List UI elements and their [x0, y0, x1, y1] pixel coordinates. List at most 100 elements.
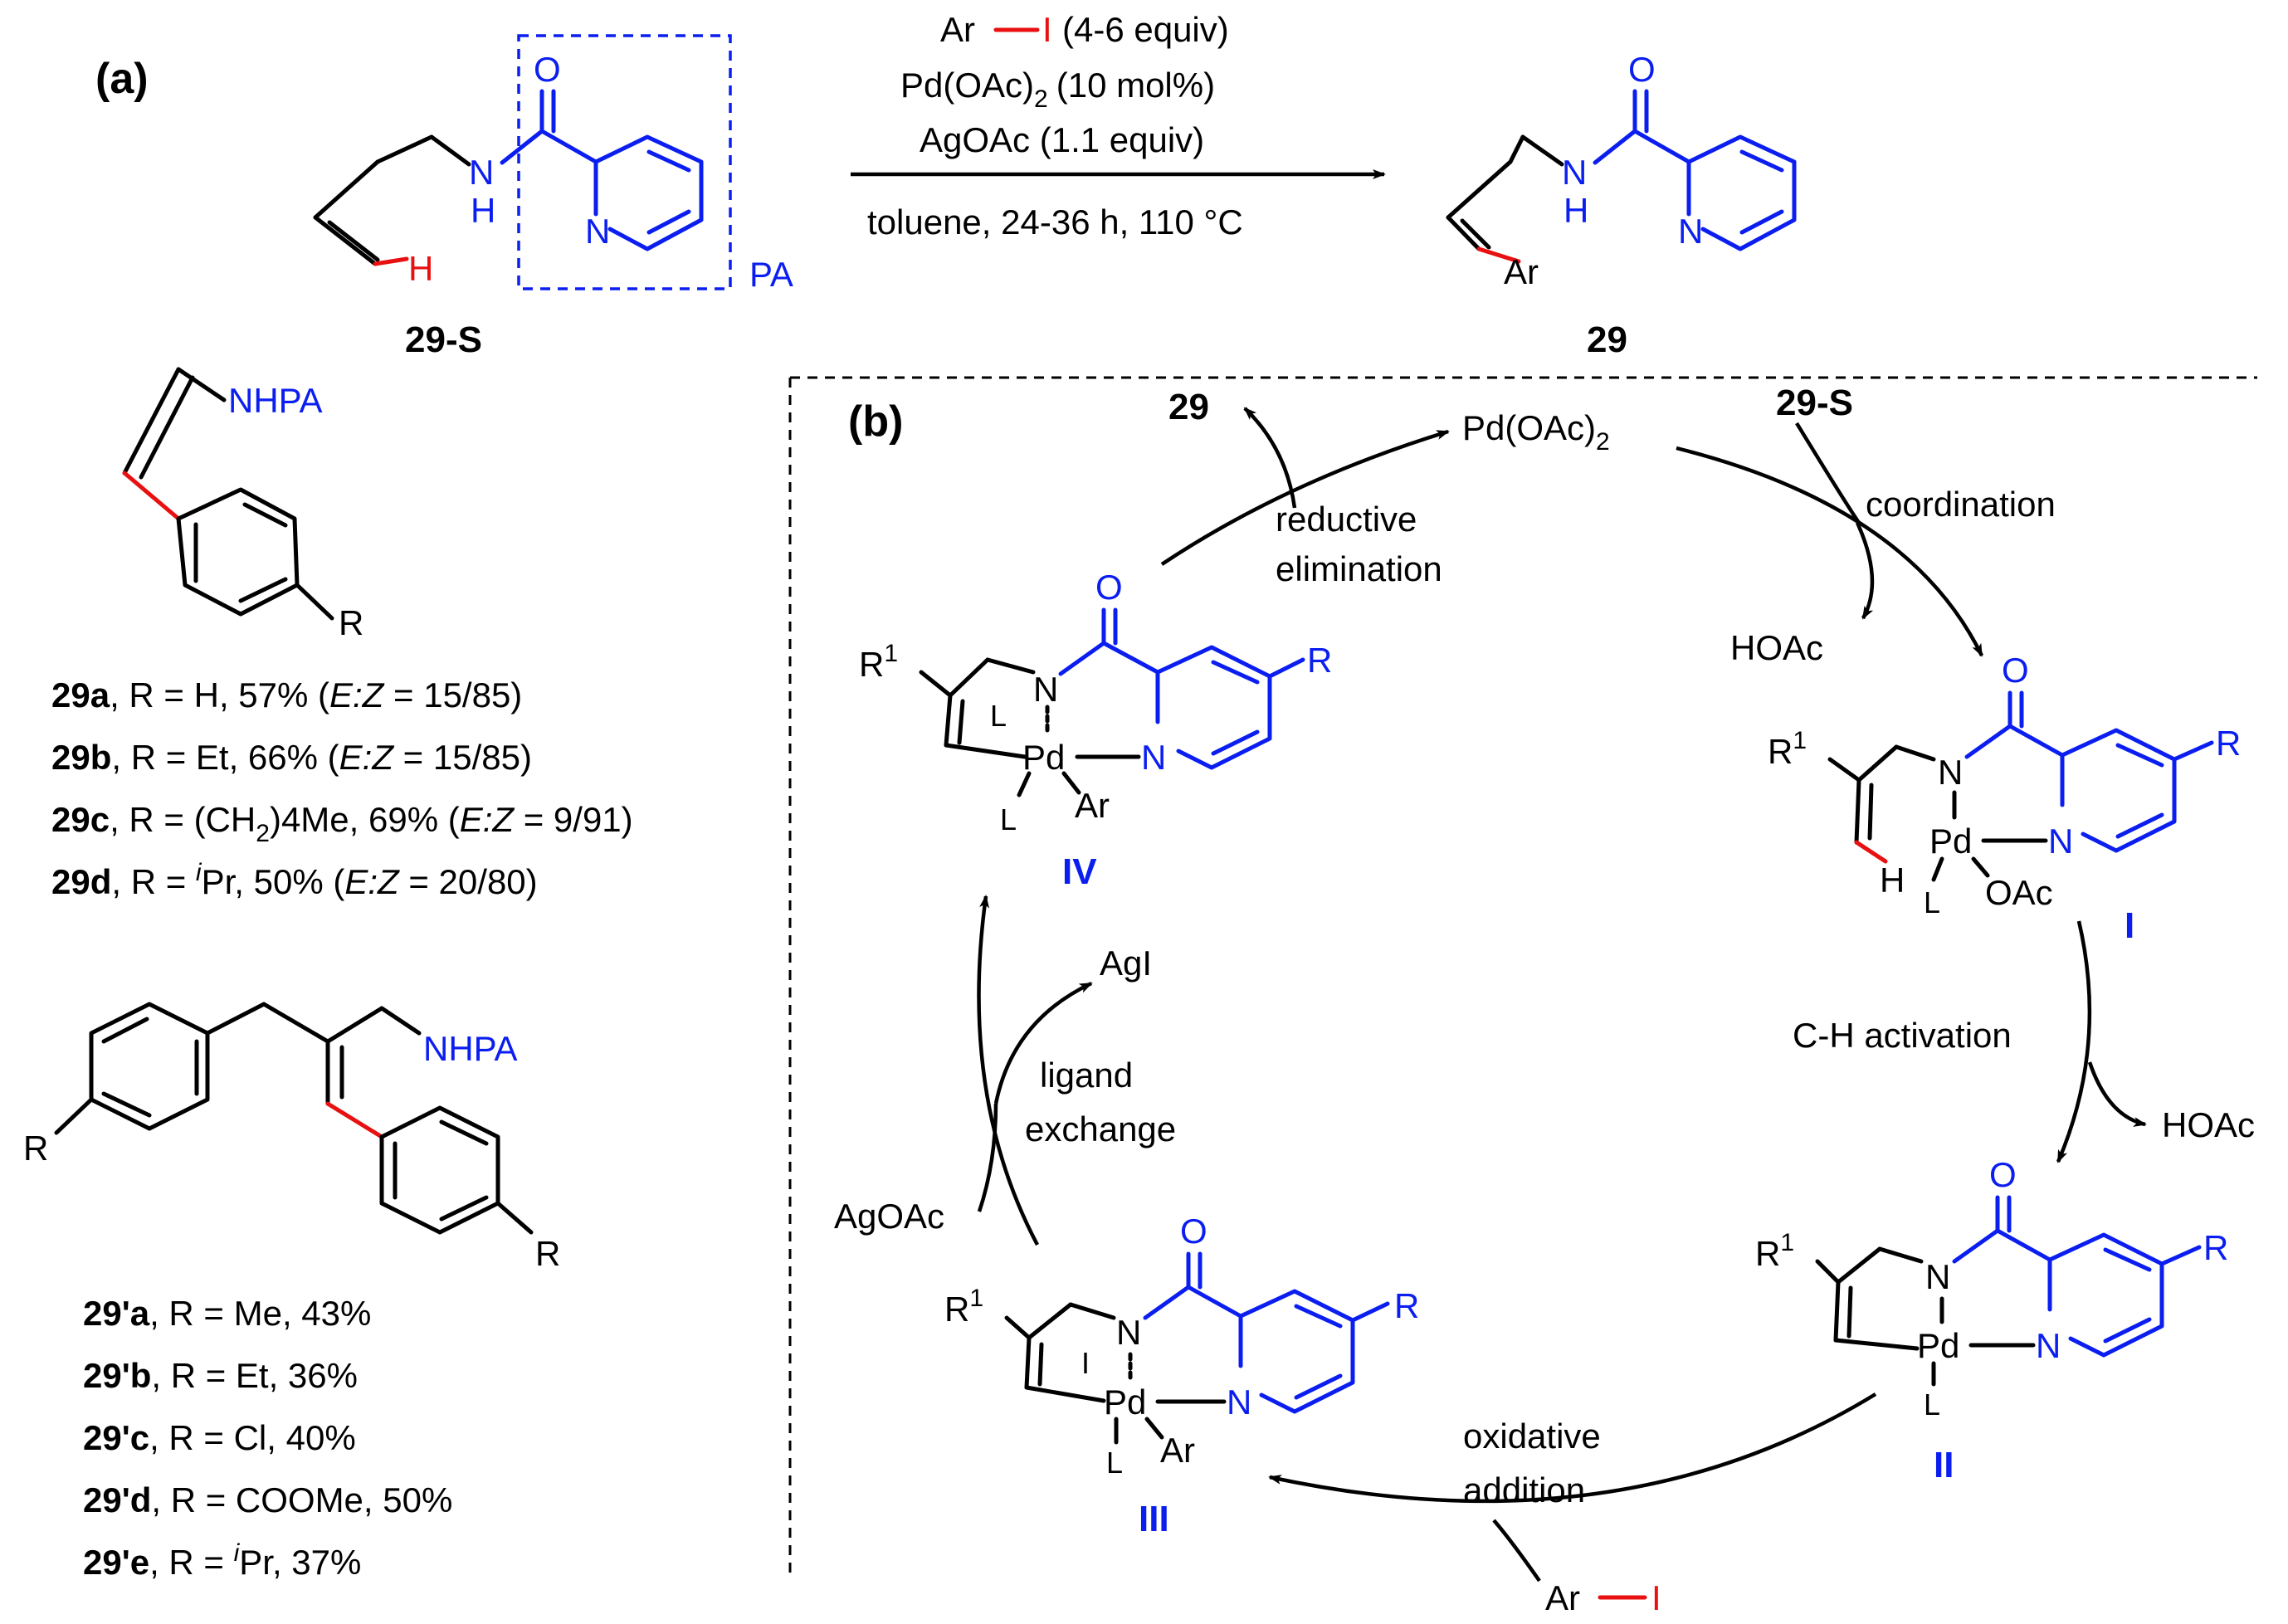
iii-o: O — [1180, 1212, 1207, 1251]
product-o: O — [1628, 50, 1656, 89]
arrow-product-release — [1243, 407, 1297, 509]
i-n: N — [1938, 753, 1963, 792]
panel-a-label: (a) — [95, 55, 149, 103]
entry-29b: 29b, R = Et, 66% (E:Z = 15/85) — [51, 738, 532, 777]
iv-pd: Pd — [1022, 738, 1065, 777]
substrate-o: O — [534, 50, 561, 89]
step-oxidative-1: oxidative — [1463, 1417, 1601, 1456]
iii-ar: Ar — [1160, 1431, 1195, 1470]
panel-a: (a) O N H N H PA 29-S Ar — [95, 10, 1797, 360]
series-29: NHPA R 29a, R = H, 57% (E:Z = 15/85) 29b… — [51, 367, 633, 901]
i-oac: OAc — [1985, 873, 2053, 912]
arrow-reductive-elimination — [1160, 429, 1450, 566]
step-oxidative-2: addition — [1463, 1470, 1585, 1509]
substrate-nh-n: N — [469, 153, 494, 192]
entry-29d: 29d, R = iPr, 50% (E:Z = 20/80) — [51, 859, 538, 901]
series-29p-r-left: R — [23, 1129, 48, 1168]
iv-r: R — [1307, 641, 1332, 680]
product-29: O N H N Ar 29 — [1446, 50, 1797, 360]
series-29-r: R — [339, 603, 363, 642]
panel-b-label: (b) — [848, 397, 903, 446]
substrate-vinyl-h: H — [408, 249, 433, 288]
product-nh-n: N — [1562, 153, 1587, 192]
i-n-py: N — [2048, 822, 2073, 861]
intermediate-I: R1 H N O R N Pd L OAc I — [1768, 651, 2241, 946]
substrate-nh-h: H — [471, 191, 495, 230]
ii-r1: R1 — [1755, 1229, 1794, 1273]
i-r: R — [2216, 724, 2241, 763]
iv-n: N — [1033, 670, 1058, 709]
step-ligand-1: ligand — [1040, 1056, 1133, 1095]
entry-29c: 29c, R = (CH2)4Me, 69% (E:Z = 9/91) — [51, 800, 633, 847]
i-o: O — [2002, 651, 2029, 690]
iv-o: O — [1095, 568, 1123, 607]
iii-r: R — [1394, 1286, 1419, 1325]
ii-l: L — [1924, 1387, 1940, 1422]
i-pd: Pd — [1929, 822, 1972, 861]
i-label: I — [2125, 905, 2134, 946]
ii-n: N — [1925, 1257, 1950, 1296]
arrow-ari-in — [1492, 1519, 1541, 1583]
arrow-agi-out — [993, 981, 1093, 1105]
intermediate-II: R1 N O R N Pd L II — [1755, 1155, 2228, 1485]
ii-pd: Pd — [1917, 1326, 1959, 1365]
product-id: 29 — [1587, 319, 1627, 360]
step-ligand-2: exchange — [1025, 1109, 1176, 1149]
substrate-pyridine-n: N — [585, 212, 610, 251]
catalyst-text: Pd(OAc)2(10 mol%) — [900, 66, 1215, 113]
iv-r1: R1 — [859, 640, 898, 684]
iv-ar: Ar — [1075, 786, 1110, 825]
pa-dashed-box — [517, 34, 732, 290]
arrow-ligand-exchange — [977, 895, 1039, 1246]
product-pyridine-n: N — [1678, 212, 1703, 251]
byproduct-hoac-1: HOAc — [1730, 628, 1823, 667]
i-r1: R1 — [1768, 727, 1807, 771]
byproduct-agoac: AgOAc — [834, 1197, 944, 1236]
iii-i: I — [1081, 1346, 1090, 1380]
series-29p-nhpa: NHPA — [423, 1029, 518, 1068]
solvent-text: toluene, 24-36 h, 110 °C — [867, 202, 1243, 241]
arrow-agoac-in — [977, 1103, 998, 1212]
reagent-equiv: (4-6 equiv) — [1062, 10, 1229, 49]
product-ar: Ar — [1504, 252, 1539, 291]
step-reductive-1: reductive — [1276, 500, 1417, 539]
arrow-coordination — [1676, 446, 1984, 657]
iii-l: L — [1106, 1446, 1123, 1480]
substrate-29s: O N H N H PA 29-S — [313, 34, 793, 360]
i-l: L — [1924, 885, 1940, 919]
entry-29pa: 29'a, R = Me, 43% — [83, 1294, 371, 1333]
arrow-substrate-in — [1795, 422, 1861, 524]
byproduct-agi: AgI — [1100, 944, 1152, 983]
intermediate-IV: R1 N O R N Pd L L Ar IV — [859, 568, 1332, 892]
iv-n-py: N — [1141, 738, 1166, 777]
reagent-i-b: I — [1651, 1578, 1661, 1617]
intermediate-III: R1 N O R N Pd I L Ar III — [944, 1212, 1419, 1539]
i-h: H — [1880, 861, 1905, 900]
iii-r1: R1 — [944, 1285, 983, 1329]
byproduct-hoac-2: HOAc — [2162, 1105, 2255, 1144]
ii-o: O — [1989, 1155, 2017, 1194]
step-reductive-2: elimination — [1276, 549, 1442, 588]
iv-l-bot: L — [1000, 802, 1017, 836]
step-coordination: coordination — [1866, 485, 2056, 524]
entry-29pc: 29'c, R = Cl, 40% — [83, 1418, 356, 1457]
iv-label: IV — [1062, 851, 1097, 892]
entry-29pd: 29'd, R = COOMe, 50% — [83, 1480, 452, 1519]
ii-n-py: N — [2036, 1326, 2061, 1365]
reaction-conditions: Ar I (4-6 equiv) Pd(OAc)2(10 mol%) AgOAc… — [851, 10, 1386, 241]
panel-b: (b) 29 Pd(OAc)2 29-S reductive eliminati… — [788, 376, 2257, 1617]
reagent-ar: Ar — [940, 10, 975, 49]
arrow-hoac-out-1 — [1855, 522, 1875, 620]
series-29p-r-right: R — [535, 1234, 560, 1273]
cycle-product-29: 29 — [1168, 387, 1209, 427]
iii-label: III — [1139, 1499, 1169, 1539]
iv-l-top: L — [990, 699, 1007, 733]
arrow-hoac-out-2 — [2087, 1061, 2147, 1127]
iii-pd: Pd — [1104, 1383, 1146, 1422]
arrow-ch-activation — [2056, 920, 2092, 1163]
cycle-catalyst: Pd(OAc)2 — [1462, 408, 1610, 456]
reagent-ar-b: Ar — [1545, 1578, 1580, 1617]
additive-text: AgOAc (1.1 equiv) — [920, 120, 1204, 159]
series-29-nhpa: NHPA — [228, 381, 323, 420]
